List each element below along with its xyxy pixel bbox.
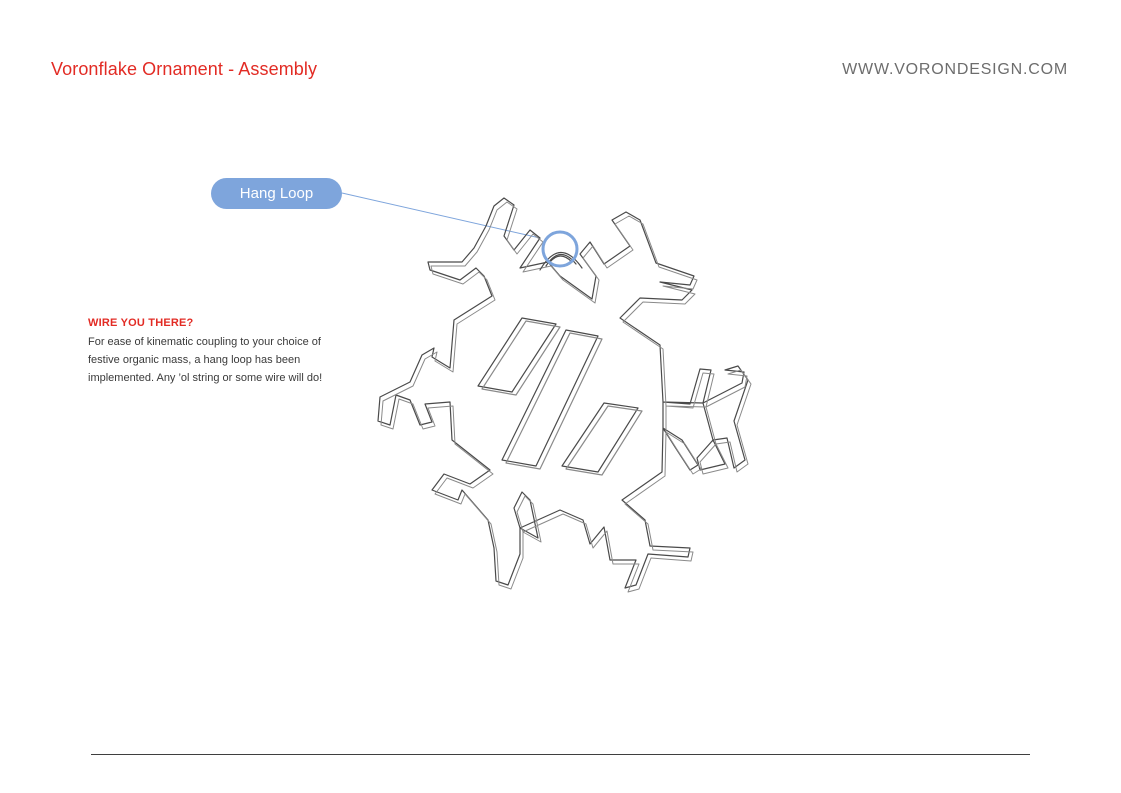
page-title: Voronflake Ornament - Assembly [51,59,318,79]
hang-loop-callout: Hang Loop [211,178,342,209]
snowflake-body [377,197,752,593]
footer-divider [91,754,1030,755]
note-block: WIRE YOU THERE? For ease of kinematic co… [88,317,338,387]
note-heading: WIRE YOU THERE? [88,317,194,329]
logo-slots [477,317,643,476]
note-body: For ease of kinematic coupling to your c… [88,336,323,384]
hang-loop-highlight-circle [541,230,579,268]
website-url: WWW.VORONDESIGN.COM [842,61,1068,78]
callout-leader-line [341,192,541,239]
